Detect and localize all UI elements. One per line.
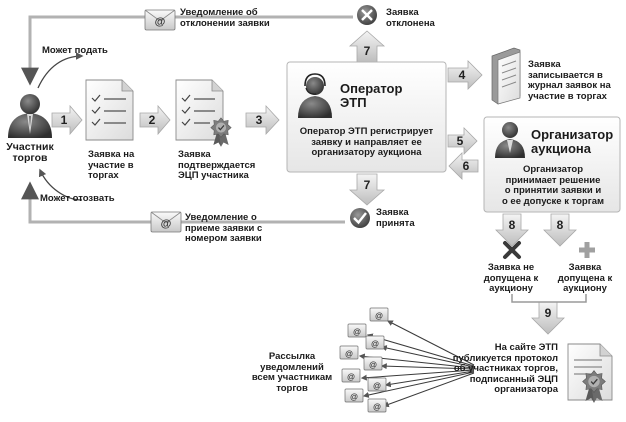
not-admitted-label: Заявка не допущена к аукциону [483, 262, 539, 294]
broadcast-arrows [358, 320, 475, 408]
operator-box [286, 61, 447, 173]
signed-document-icon [175, 79, 232, 148]
horizontal-step-arrows [51, 60, 483, 180]
step-8-right-number: 8 [556, 218, 564, 232]
step-1-number: 1 [60, 113, 68, 127]
admitted-label: Заявка допущена к аукциону [557, 262, 613, 294]
protocol-document-icon [567, 343, 613, 404]
participant-figure [8, 94, 52, 138]
admitted-plus-icon [579, 242, 595, 258]
step-6-number: 6 [462, 159, 470, 173]
step-7-down-number: 7 [363, 178, 371, 192]
step-2-number: 2 [148, 113, 156, 127]
accepted-label: Заявка принята [376, 207, 415, 229]
operator-title: Оператор ЭТП [340, 81, 403, 110]
signed-application-label: Заявка подтверждается ЭЦП участника [178, 149, 256, 181]
operator-description: Оператор ЭТП регистрирует заявку и напра… [299, 126, 434, 158]
rejection-notice-label: Уведомление об отклонении заявки [180, 7, 270, 29]
broadcast-label: Рассылка уведомлений всем участникам тор… [251, 351, 333, 394]
can-withdraw-label: Может отозвать [40, 193, 115, 204]
organizer-title: Организатор аукциона [531, 127, 614, 156]
organizer-description: Организатор принимает решение о принятии… [501, 164, 605, 207]
step-9-number: 9 [544, 306, 552, 320]
organizer-figure [495, 122, 525, 158]
step-7-up-number: 7 [363, 44, 371, 58]
rejected-label: Заявка отклонена [386, 7, 435, 29]
application-document-icon [85, 79, 134, 141]
participant-label: Участник торгов [6, 141, 54, 164]
operator-figure [298, 73, 332, 118]
step-8-left-number: 8 [508, 218, 516, 232]
acceptance-notice-label: Уведомление о приеме заявки с номером за… [185, 212, 263, 244]
can-submit-label: Может подать [42, 45, 108, 56]
accepted-check-circle-icon [350, 208, 370, 228]
step-5-number: 5 [456, 134, 464, 148]
broadcast-envelopes [339, 307, 389, 413]
can-submit-arrow [37, 52, 84, 89]
publication-label: На сайте ЭТП публикуется протокол об уча… [452, 342, 558, 395]
rejected-x-circle-icon [357, 5, 377, 25]
acceptance-envelope-icon [150, 211, 182, 233]
not-admitted-x-icon [503, 241, 521, 259]
rejection-envelope-icon [144, 9, 176, 31]
journal-label: Заявка записывается в журнал заявок на у… [528, 59, 611, 102]
can-withdraw-arrow [38, 168, 83, 201]
application-label: Заявка на участие в торгах [88, 149, 135, 181]
acceptance-return-arrow [21, 181, 345, 224]
journal-binder-icon [491, 47, 521, 105]
rejection-return-arrow [21, 15, 353, 86]
vertical-step-arrows [348, 30, 577, 335]
step-3-number: 3 [255, 113, 263, 127]
organizer-box [483, 116, 621, 213]
decision-merge-lines [511, 294, 587, 303]
step-4-number: 4 [458, 68, 466, 82]
